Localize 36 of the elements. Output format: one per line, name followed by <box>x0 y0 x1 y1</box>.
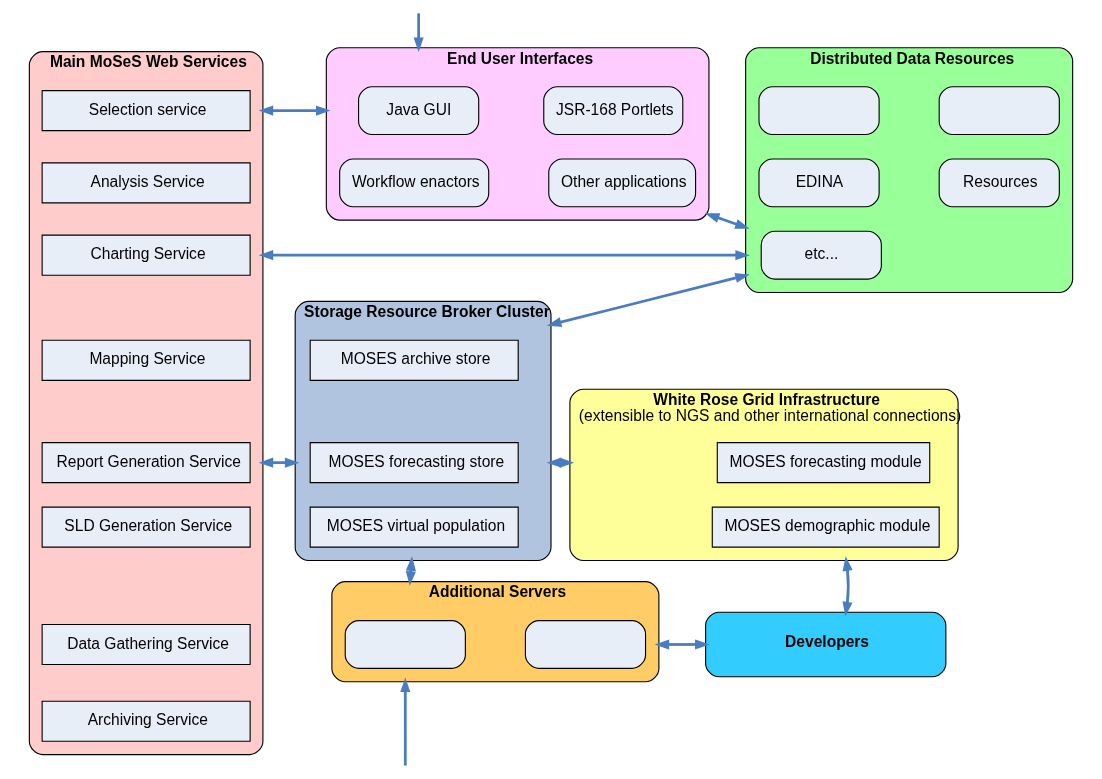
arrow <box>546 273 750 328</box>
node-box: MOSES forecasting module <box>716 442 931 484</box>
node-box: Developers <box>705 611 947 678</box>
cluster: Additional Servers <box>331 581 660 683</box>
arrow <box>654 639 710 650</box>
arrow <box>258 105 331 116</box>
node-box <box>524 620 647 669</box>
arrow <box>413 13 424 52</box>
node-box: Mapping Service <box>41 339 251 381</box>
arrow <box>400 677 411 766</box>
node-box: Data Gathering Service <box>41 623 251 666</box>
node-box: MOSES demographic module <box>711 506 940 548</box>
arrow <box>546 457 575 468</box>
node-box: JSR-168 Portlets <box>543 86 684 136</box>
node-box: MOSES archive store <box>309 339 519 381</box>
node-box <box>758 86 880 136</box>
node-box: Charting Service <box>41 234 251 276</box>
node-box: SLD Generation Service <box>41 506 251 548</box>
node-box: etc... <box>760 230 882 280</box>
node-box: Workflow enactors <box>339 158 490 208</box>
node-box: EDINA <box>758 158 880 208</box>
node-box <box>344 620 466 669</box>
arrow <box>842 556 853 617</box>
node-box: Java GUI <box>358 86 480 136</box>
node-box: Other applications <box>548 158 697 208</box>
node-box <box>938 86 1060 136</box>
arrow <box>704 213 750 229</box>
arrow <box>258 250 750 261</box>
arrow <box>258 457 300 468</box>
node-box: MOSES forecasting store <box>309 442 519 484</box>
node-box: MOSES virtual population <box>309 506 519 548</box>
node-box: Report Generation Service <box>41 442 251 484</box>
node-box: Selection service <box>41 90 251 132</box>
node-box: Resources <box>938 158 1060 208</box>
node-box: Analysis Service <box>41 162 251 204</box>
node-box: Archiving Service <box>41 700 251 742</box>
